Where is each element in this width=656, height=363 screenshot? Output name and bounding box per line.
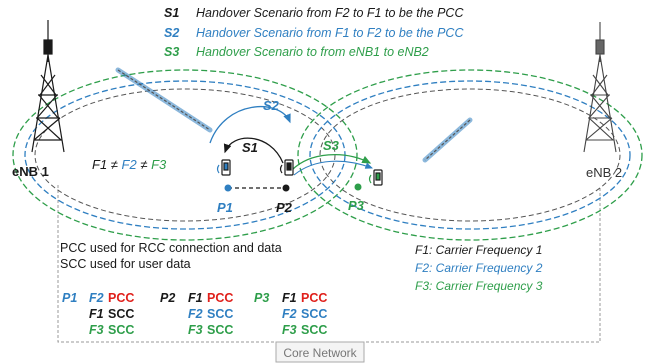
enb1-coverage (12, 69, 358, 241)
svg-text:SCC: SCC (301, 323, 327, 337)
s2-arrow (209, 105, 291, 144)
enb2-tower-icon (583, 22, 617, 153)
ue-phone-icon (216, 159, 231, 176)
enb1-beam-icon (115, 67, 213, 133)
svg-text:PCC: PCC (207, 291, 233, 305)
assignment-p2: P2 F1 PCC F2 SCC F3 SCC (160, 291, 233, 337)
note-scc: SCC used for user data (60, 257, 191, 271)
legend-s3-key: S3 (164, 45, 179, 59)
s3-arrow (291, 154, 372, 171)
legend-s1-text: Handover Scenario from F2 to F1 to be th… (196, 6, 464, 20)
svg-text:SCC: SCC (207, 323, 233, 337)
svg-text:P3: P3 (254, 291, 269, 305)
svg-text:P1: P1 (62, 291, 77, 305)
svg-text:F2: F2 (89, 291, 104, 305)
p2-label: P2 (276, 200, 293, 215)
carrier-legend: F1: Carrier Frequency 1 F2: Carrier Freq… (415, 243, 543, 293)
svg-text:PCC: PCC (301, 291, 327, 305)
enb2-coverage (297, 69, 643, 241)
carrier-f3: F3: Carrier Frequency 3 (415, 279, 543, 293)
p3-dot (354, 183, 362, 191)
svg-text:F3: F3 (89, 323, 104, 337)
carrier-f2: F2: Carrier Frequency 2 (415, 261, 543, 275)
s1-arrow (223, 137, 284, 164)
legend-s1-key: S1 (164, 6, 179, 20)
p2-dot (282, 184, 290, 192)
carrier-f1: F1: Carrier Frequency 1 (415, 243, 542, 257)
ue-phone-icon (368, 169, 383, 186)
legend-s3-text: Handover Scenario to from eNB1 to eNB2 (196, 45, 429, 59)
svg-text:F1: F1 (188, 291, 203, 305)
s2-label: S2 (263, 98, 280, 113)
svg-text:F1: F1 (282, 291, 297, 305)
svg-text:F1: F1 (89, 307, 104, 321)
core-network-links (57, 185, 601, 343)
svg-text:F3: F3 (188, 323, 203, 337)
svg-text:P2: P2 (160, 291, 175, 305)
assignment-p1: P1 F2 PCC F1 SCC F3 SCC (62, 291, 134, 337)
s3-label: S3 (323, 138, 340, 153)
ue-phone-icon (279, 159, 294, 176)
enb1-label: eNB 1 (12, 164, 49, 179)
enb2-beam-icon (422, 117, 473, 163)
p3-label: P3 (348, 198, 365, 213)
svg-text:F3: F3 (282, 323, 297, 337)
s3-arrow-secondary (293, 160, 374, 176)
assignment-p3: P3 F1 PCC F2 SCC F3 SCC (254, 291, 327, 337)
core-network-label: Core Network (283, 346, 357, 360)
svg-text:SCC: SCC (108, 307, 134, 321)
svg-text:PCC: PCC (108, 291, 134, 305)
enb2-label: eNB 2 (586, 165, 622, 180)
legend-s2-key: S2 (164, 26, 179, 40)
frequency-relation: F1 ≠ F2 ≠ F3 (92, 157, 167, 172)
s1-label: S1 (242, 140, 258, 155)
svg-text:F2: F2 (188, 307, 203, 321)
scenario-legend: S1 Handover Scenario from F2 to F1 to be… (164, 6, 464, 59)
p1-dot (224, 184, 232, 192)
core-network-box: Core Network (275, 341, 365, 363)
legend-s2-text: Handover Scenario from F1 to F2 to be th… (196, 26, 464, 40)
svg-text:F2: F2 (282, 307, 297, 321)
svg-text:SCC: SCC (108, 323, 134, 337)
enb1-tower-icon (31, 20, 65, 153)
p1-label: P1 (217, 200, 233, 215)
svg-text:SCC: SCC (207, 307, 233, 321)
svg-text:SCC: SCC (301, 307, 327, 321)
note-pcc: PCC used for RCC connection and data (60, 241, 282, 255)
